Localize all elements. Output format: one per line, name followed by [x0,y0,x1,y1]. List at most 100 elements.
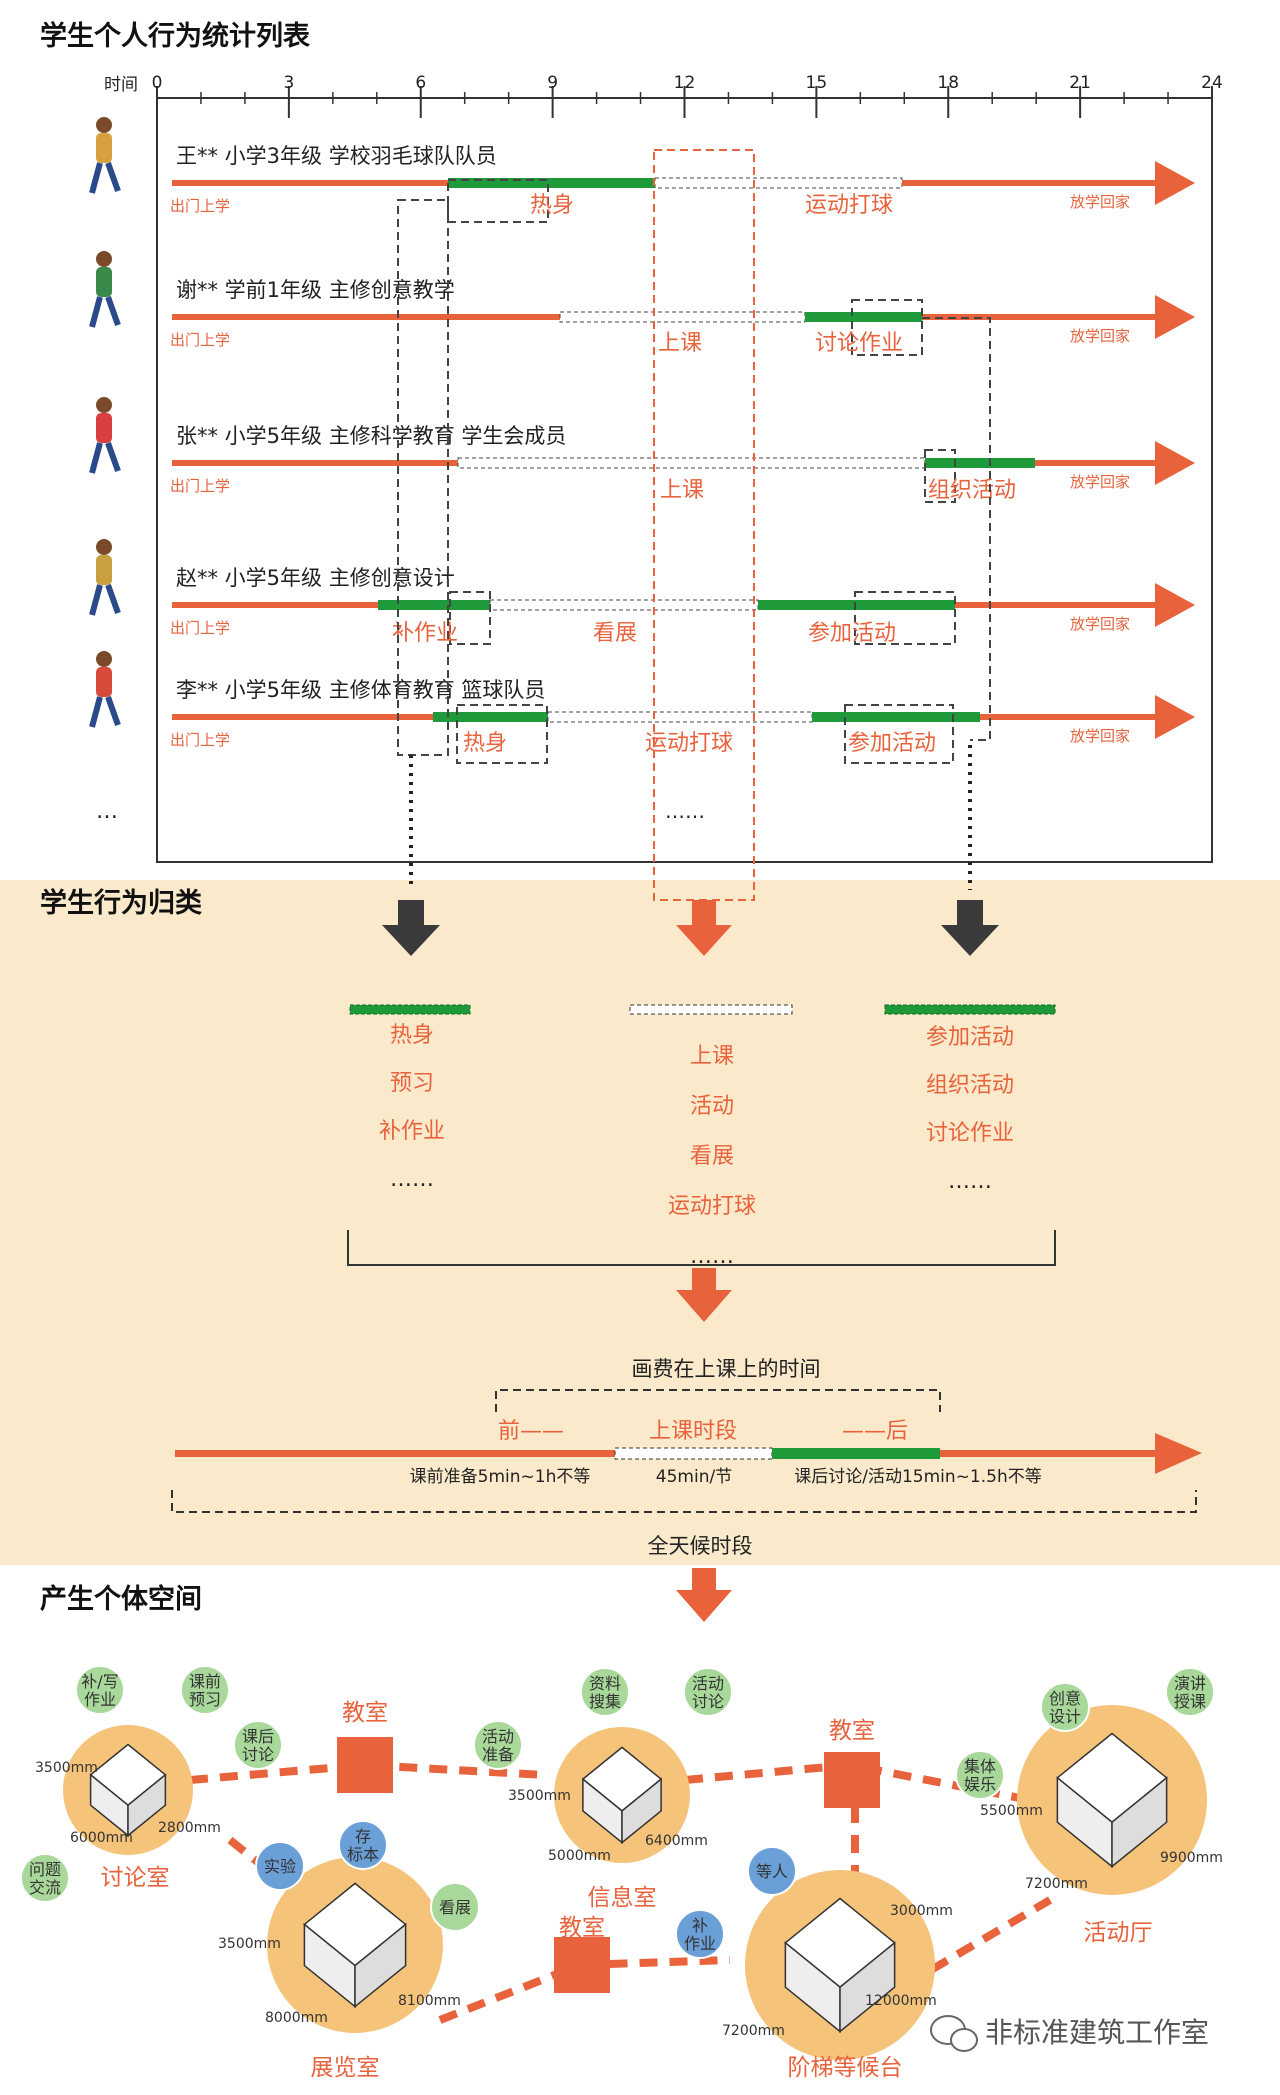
timeline-segment [980,714,1165,720]
end-label: 放学回家 [1070,327,1130,345]
runner-icon [89,117,121,194]
classroom-node: 教室 [337,1700,393,1793]
section2-title: 学生行为归类 [40,887,202,919]
bubble-text: 准备 [482,1745,514,1764]
activity-bubble: 等人 [747,1846,797,1896]
student-name: 赵** 小学5年级 主修创意设计 [176,566,455,590]
timeline-segment [489,599,759,611]
bubble-text: 交流 [29,1878,61,1897]
activity-label: 上课 [660,478,704,503]
highlight-box [447,179,549,223]
room-dimension: 3000mm [890,1903,953,1919]
bubble-text: 娱乐 [964,1775,996,1794]
columns-brace [347,1230,1056,1266]
all-day-brace [171,1490,1197,1513]
bubble-text: 等人 [756,1862,788,1881]
white-bar-col2 [629,1004,793,1015]
down-arrow-center [676,900,732,956]
tick-label: 6 [415,73,426,93]
bubble-text: 预习 [189,1690,221,1709]
room-dimension: 2800mm [158,1820,221,1836]
activity-bubble: 创意设计 [1040,1682,1090,1732]
bubble-text: 讨论 [242,1745,274,1764]
bubble-text: 看展 [439,1898,471,1917]
time-axis-label: 时间 [104,75,138,95]
tick-label: 24 [1201,73,1223,93]
timeline-segment [559,311,806,323]
timeline-segment [448,178,655,188]
room-dimension: 9900mm [1160,1850,1223,1866]
start-label: 出门上学 [170,197,230,215]
arrow-head [1155,441,1195,485]
student-row: 谢** 学前1年级 主修创意教学出门上学放学回家上课讨论作业 [89,251,1195,356]
activity-label: 组织活动 [928,478,1016,503]
activity-label: 参加活动 [808,621,896,646]
student-name: 张** 小学5年级 主修科学教育 学生会成员 [176,424,566,448]
room-dimension: 3500mm [508,1788,571,1804]
bubble-text: 集体 [964,1757,996,1776]
timeline-segment [805,312,922,322]
note-after: 课后讨论/活动15min~1.5h不等 [794,1467,1041,1487]
end-label: 放学回家 [1070,193,1130,211]
room-dimension: 3500mm [35,1760,98,1776]
activity-bubble: 实验 [255,1841,305,1891]
room-name: 活动厅 [1084,1920,1153,1946]
summary-timeline [175,1433,1202,1474]
arrow-head [1155,295,1195,339]
timeline-segment [172,602,378,608]
start-label: 出门上学 [170,477,230,495]
bubble-text: 演讲 [1174,1674,1206,1693]
arrow-head [1155,161,1195,205]
end-label: 放学回家 [1070,615,1130,633]
highlight-box [924,449,956,503]
bubble-text: 存 [355,1827,371,1846]
timeline-segment [547,711,813,723]
tick-label: 18 [937,73,959,93]
section1-title: 学生个人行为统计列表 [40,20,310,52]
tick-label: 21 [1069,73,1091,93]
behavior-item: 补作业 [379,1119,445,1144]
tick-label: 15 [806,73,828,93]
highlight-box [844,704,954,764]
activity-bubble: 看展 [430,1882,480,1932]
rows-frame [156,98,1213,863]
bubble-text: 搜集 [589,1692,621,1711]
start-label: 出门上学 [170,731,230,749]
player-icon [89,651,121,728]
timeline-segment [654,177,903,189]
highlight-box [854,591,956,645]
student-row: 李** 小学5年级 主修体育教育 篮球队员出门上学放学回家热身运动打球参加活动 [89,651,1195,764]
classroom-node: 教室 [824,1718,880,1808]
room-dimension: 6000mm [70,1830,133,1846]
activity-bubble: 存标本 [338,1820,388,1870]
timeline-segment [922,314,1165,320]
behavior-item: 参加活动 [926,1025,1014,1050]
timeline-segment [812,712,980,722]
activity-label: 运动打球 [645,731,733,756]
timeline-segment [758,600,955,610]
bubble-text: 作业 [84,1690,116,1709]
activity-bubble: 补/写作业 [75,1665,125,1715]
start-label: 出门上学 [170,331,230,349]
behavior-item: 预习 [390,1071,434,1096]
brace-caption: 画费在上课上的时间 [632,1357,821,1381]
room-dimension: 7200mm [722,2023,785,2039]
behavior-item: 上课 [690,1044,734,1069]
bubble-text: 活动 [692,1674,724,1693]
bubble-text: 问题 [29,1860,61,1879]
timeline-segment [1035,460,1165,466]
timeline-segment [433,712,548,722]
tick-label: 12 [674,73,696,93]
room-dimension: 5500mm [980,1803,1043,1819]
activity-bubbles: 补/写作业课前预习课后讨论问题交流实验存标本看展资料搜集活动讨论活动准备补作业等… [20,1665,1215,1959]
classroom-node: 教室 [554,1915,610,1993]
room-dimension: 8100mm [398,1993,461,2009]
timeline-segment [172,460,458,466]
